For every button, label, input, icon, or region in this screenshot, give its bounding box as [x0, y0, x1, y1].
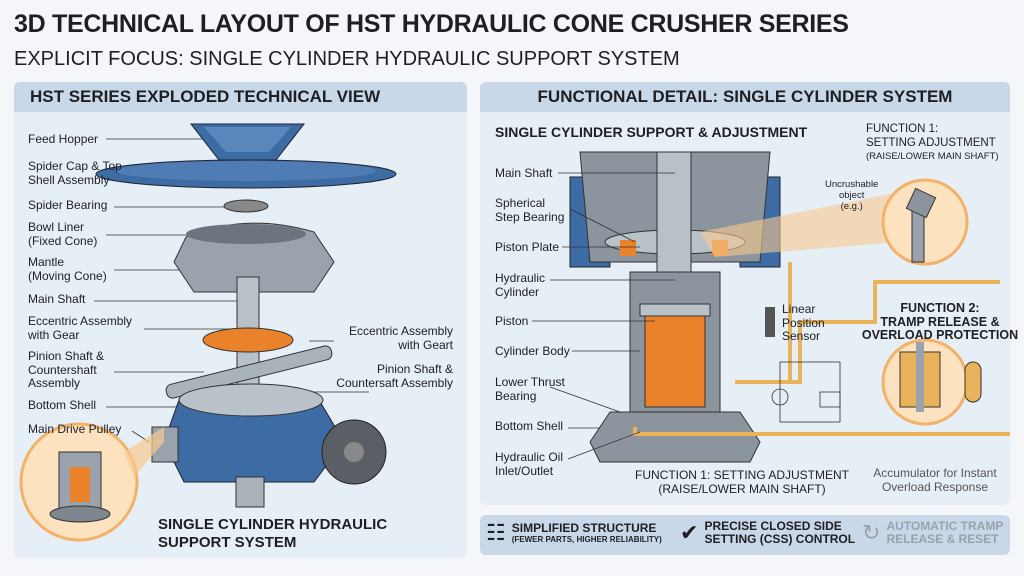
exploded-crusher-illustration [19, 123, 397, 542]
label-cylinder-body: Cylinder Body [495, 344, 570, 358]
feature-subtitle: (FEWER PARTS, HIGHER RELIABILITY) [511, 535, 662, 544]
panel-header: HST SERIES EXPLODED TECHNICAL VIEW [14, 82, 467, 112]
feature-subtitle: RELEASE & RESET [886, 532, 999, 546]
label-bottom-shell: Bottom Shell [28, 398, 97, 412]
hierarchy-icon: ☷ [486, 520, 506, 545]
label-feed-hopper: Feed Hopper [28, 132, 99, 146]
gauge-check-icon: ✔︎ [680, 520, 699, 545]
function1-bottom: FUNCTION 1: SETTING ADJUSTMENT(RAISE/LOW… [634, 468, 849, 496]
label-main-shaft: Main Shaft [28, 292, 86, 306]
feature-subtitle: SETTING (CSS) CONTROL [704, 532, 856, 546]
cycle-play-icon: ↻ [862, 520, 881, 545]
label-main-shaft: Main Shaft [495, 166, 553, 180]
panel-header: FUNCTIONAL DETAIL: SINGLE CYLINDER SYSTE… [480, 82, 1010, 112]
page-subtitle: EXPLICIT FOCUS: SINGLE CYLINDER HYDRAULI… [14, 48, 680, 70]
page-title: 3D TECHNICAL LAYOUT OF HST HYDRAULIC CON… [14, 10, 849, 38]
label-pinion-right: Pinion Shaft &Countersaft Assembly [336, 362, 453, 390]
exploded-view-panel: HST SERIES EXPLODED TECHNICAL VIEW [14, 82, 467, 558]
feature-title: SIMPLIFIED STRUCTURE [511, 521, 657, 535]
label-piston-plate: Piston Plate [495, 240, 560, 254]
feature-simplified-structure: ☷ SIMPLIFIED STRUCTURE(FEWER PARTS, HIGH… [486, 520, 662, 546]
feature-title: AUTOMATIC TRAMP [886, 519, 1004, 533]
label-bottom-shell: Bottom Shell [495, 419, 564, 433]
label-piston: Piston [495, 314, 529, 328]
label-bowl-liner: Bowl Liner(Fixed Cone) [28, 220, 98, 248]
section-title: SINGLE CYLINDER SUPPORT & ADJUSTMENT [495, 124, 808, 140]
feature-title: PRECISE CLOSED SIDE [704, 519, 842, 533]
feature-bar [480, 515, 1010, 555]
label-main-drive-pulley: Main Drive Pulley [28, 422, 122, 436]
label-mantle: Mantle(Moving Cone) [28, 255, 107, 283]
label-spider-bearing: Spider Bearing [28, 198, 108, 212]
functional-detail-panel: FUNCTIONAL DETAIL: SINGLE CYLINDER SYSTE… [480, 82, 1018, 505]
function1-top: FUNCTION 1:SETTING ADJUSTMENT(RAISE/LOWE… [866, 123, 999, 162]
function2-label: FUNCTION 2:TRAMP RELEASE &OVERLOAD PROTE… [861, 301, 1019, 342]
cylinder-cutaway-illustration [532, 151, 1010, 463]
